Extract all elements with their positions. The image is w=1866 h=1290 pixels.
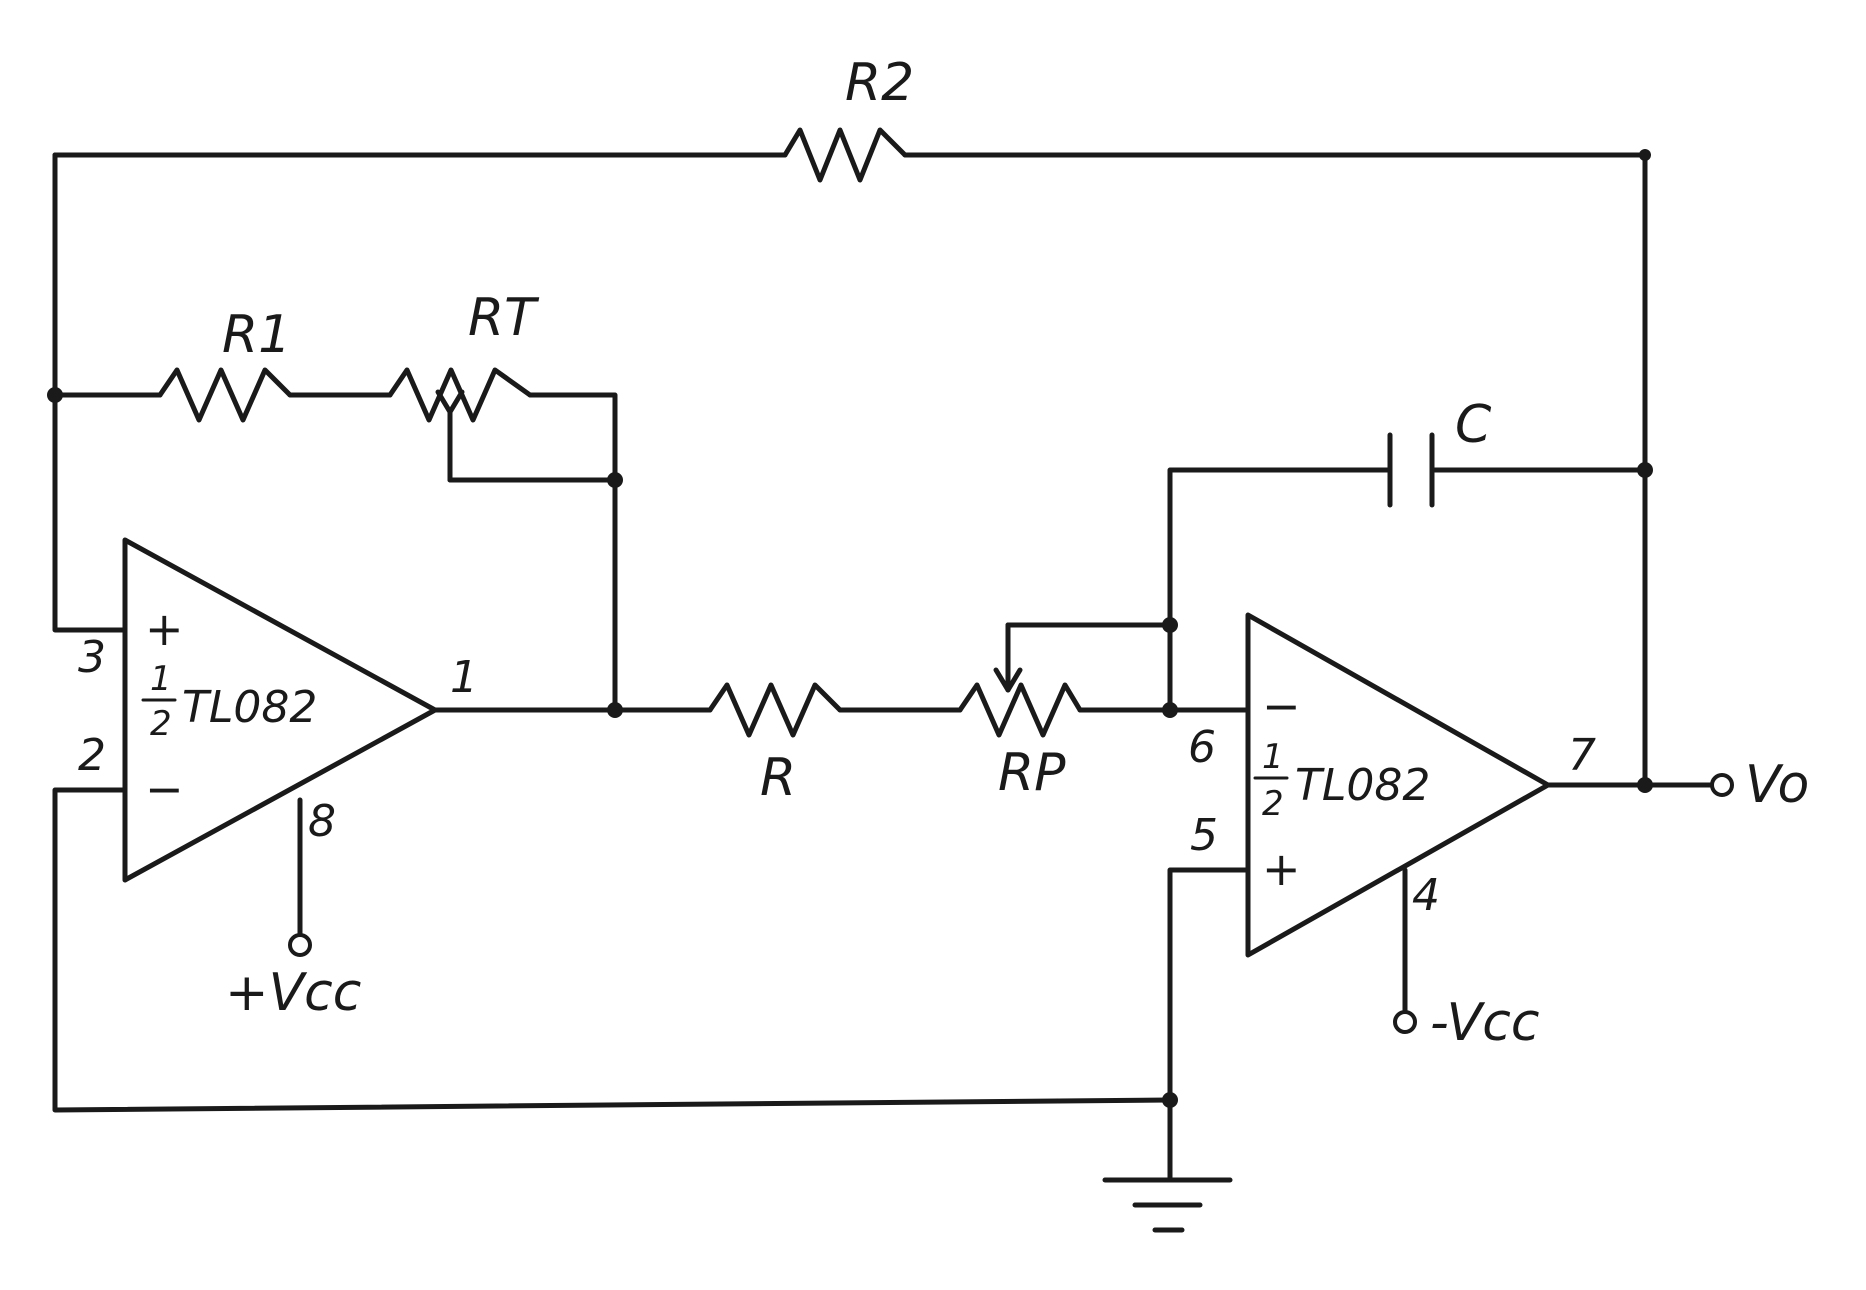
opamp1-fraction-num: 1 [150, 659, 172, 699]
rt-label: RT [468, 288, 540, 348]
opamp2-triangle [1245, 612, 1551, 958]
junction-dot [1639, 149, 1651, 161]
opamp2-pin-plus: 5 [1190, 810, 1218, 861]
opamp2-part-label: TL082 [1295, 760, 1430, 811]
junction-dots [47, 149, 1653, 1108]
opamp2-plus-sign: + [1262, 842, 1301, 896]
vo-terminal [1710, 773, 1734, 797]
opamp1-pin-out: 1 [450, 652, 478, 703]
opamp2-pin-supply: 4 [1412, 870, 1440, 921]
opamp1-supply-label: +Vcc [225, 963, 361, 1023]
vcc-pos-terminal [288, 933, 312, 957]
opamp2-fraction-den: 2 [1262, 784, 1284, 824]
opamp1-plus-sign: + [145, 602, 184, 656]
r2-label: R2 [845, 53, 914, 113]
r1-label: R1 [222, 305, 291, 365]
opamp1-pin-plus: 3 [78, 632, 106, 683]
junction-dot [1637, 462, 1653, 478]
junction-dot [1162, 702, 1178, 718]
ground-symbol [1102, 1177, 1233, 1233]
junction-dot [607, 472, 623, 488]
c-label: C [1455, 395, 1492, 455]
junction-dot [1162, 617, 1178, 633]
opamp1-pin-supply: 8 [308, 796, 336, 847]
capacitor-c [1387, 432, 1435, 508]
opamp2-fraction-num: 1 [1262, 737, 1284, 777]
resistor-r2 [782, 127, 908, 183]
opamp2-pin-out: 7 [1568, 730, 1596, 781]
opamp1-pin-minus: 2 [78, 730, 106, 781]
junction-dot [47, 387, 63, 403]
junction-dot [607, 702, 623, 718]
opamp1-minus-sign: − [145, 762, 184, 816]
resistor-r [707, 682, 843, 738]
resistor-rp [957, 682, 1083, 738]
junction-dot [1637, 777, 1653, 793]
vcc-neg-terminal [1393, 1010, 1417, 1034]
resistor-r1 [157, 367, 293, 423]
opamp1-triangle [122, 537, 438, 883]
junction-dot [1162, 1092, 1178, 1108]
opamp1-part-label: TL082 [182, 682, 317, 733]
rt-wiper-arrow [435, 389, 465, 483]
opamp1-fraction-den: 2 [150, 704, 172, 744]
r-label: R [760, 748, 796, 808]
rp-wiper-arrow [993, 622, 1023, 693]
rp-label: RP [998, 743, 1066, 803]
resistor-rt [387, 367, 533, 423]
opamp2-minus-sign: − [1262, 679, 1301, 733]
opamp2-pin-minus: 6 [1188, 722, 1216, 773]
vo-label: Vo [1745, 755, 1809, 815]
opamp2-supply-label: -Vcc [1430, 993, 1539, 1053]
